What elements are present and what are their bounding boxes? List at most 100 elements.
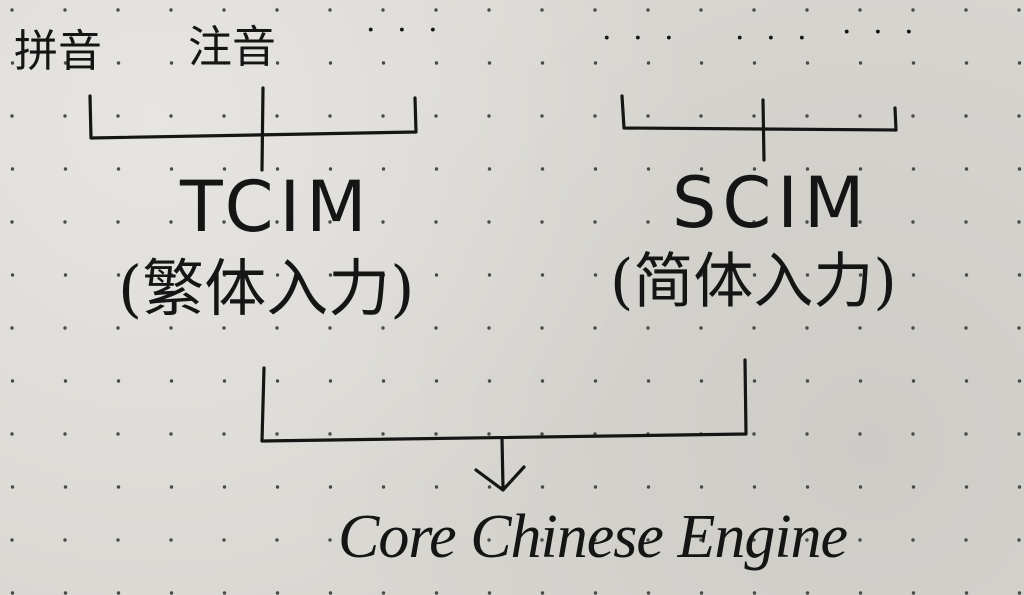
grid-dot xyxy=(699,273,704,277)
grid-dot xyxy=(911,591,916,595)
grid-dot xyxy=(699,379,704,383)
grid-dot xyxy=(487,114,491,118)
grid-dot xyxy=(646,114,650,118)
grid-dot xyxy=(275,273,280,277)
grid-dot xyxy=(911,114,915,118)
grid-dot xyxy=(10,432,14,436)
grid-dot xyxy=(699,485,704,489)
grid-dot xyxy=(540,432,544,436)
grid-dot xyxy=(275,326,279,330)
grid-dot xyxy=(222,273,227,277)
grid-dot xyxy=(646,273,651,277)
grid-dot xyxy=(805,220,809,224)
grid-dot xyxy=(434,485,439,489)
grid-dot xyxy=(1017,114,1021,118)
grid-dot xyxy=(646,61,651,65)
grid-dot xyxy=(10,61,15,65)
grid-dot xyxy=(169,273,174,277)
grid-dot xyxy=(381,114,385,118)
grid-dot xyxy=(540,273,545,277)
grid-dot xyxy=(540,220,544,224)
grid-dot xyxy=(328,591,333,595)
grid-dot xyxy=(964,8,968,12)
grid-dot xyxy=(487,220,491,224)
grid-dot xyxy=(10,114,14,118)
grid-dot xyxy=(116,114,120,118)
grid-dot xyxy=(63,538,67,542)
grid-dot xyxy=(593,273,598,277)
grid-dot xyxy=(487,432,491,436)
grid-dot xyxy=(1017,432,1021,436)
grid-dot xyxy=(434,432,438,436)
grid-dot xyxy=(540,538,544,542)
grid-dot xyxy=(593,8,597,12)
grid-dot xyxy=(593,167,598,171)
grid-dot xyxy=(116,379,121,383)
grid-dot xyxy=(1017,273,1022,277)
grid-dot xyxy=(63,591,68,595)
grid-dot xyxy=(222,220,226,224)
grid-dot xyxy=(63,8,67,12)
grid-dot xyxy=(487,273,492,277)
grid-dot xyxy=(964,485,969,489)
grid-dot xyxy=(911,326,915,330)
grid-dot xyxy=(10,379,15,383)
grid-dot xyxy=(699,591,704,595)
grid-dot xyxy=(434,61,439,65)
grid-dot xyxy=(699,220,703,224)
grid-dot xyxy=(752,273,757,277)
grid-dot xyxy=(646,8,650,12)
grid-dot xyxy=(116,8,120,12)
grid-dot xyxy=(540,114,544,118)
grid-dot xyxy=(1017,326,1021,330)
grid-dot xyxy=(858,432,862,436)
grid-dot xyxy=(540,61,545,65)
grid-dot xyxy=(169,326,173,330)
grid-dot xyxy=(964,379,969,383)
grid-dot xyxy=(116,167,121,171)
pinyin-label: 拼音 xyxy=(14,26,102,77)
grid-dot xyxy=(381,432,385,436)
grid-dot xyxy=(964,538,968,542)
grid-dot xyxy=(63,432,67,436)
grid-dot xyxy=(911,485,916,489)
scim-description: (简体入力) xyxy=(610,247,897,317)
grid-dot xyxy=(858,8,862,12)
grid-dot xyxy=(63,379,68,383)
grid-dot xyxy=(434,538,438,542)
grid-dot xyxy=(487,485,492,489)
grid-dot xyxy=(434,379,439,383)
grid-dot xyxy=(169,485,174,489)
grid-dot xyxy=(275,538,279,542)
grid-dot xyxy=(540,379,545,383)
grid-dot xyxy=(1017,220,1021,224)
grid-dot xyxy=(10,8,14,12)
grid-dot xyxy=(275,220,279,224)
grid-dot xyxy=(169,379,174,383)
grid-dot xyxy=(10,485,15,489)
grid-dot xyxy=(381,8,385,12)
grid-dot xyxy=(1017,61,1022,65)
merge-bracket xyxy=(260,358,748,443)
grid-dot xyxy=(752,220,756,224)
grid-dot xyxy=(646,167,651,171)
grid-dot xyxy=(1017,167,1022,171)
grid-dot xyxy=(169,167,174,171)
grid-dot xyxy=(381,61,386,65)
grid-dot xyxy=(752,485,757,489)
grid-dot xyxy=(858,114,862,118)
grid-dot xyxy=(540,485,545,489)
grid-dot xyxy=(752,167,757,171)
grid-dot xyxy=(222,538,226,542)
grid-dot xyxy=(858,61,863,65)
grid-dot xyxy=(964,432,968,436)
grid-dot xyxy=(1017,538,1021,542)
grid-dot xyxy=(964,167,969,171)
grid-dot xyxy=(116,432,120,436)
grid-dot xyxy=(328,114,332,118)
grid-dot xyxy=(752,8,756,12)
grid-dot xyxy=(540,326,544,330)
grid-dot xyxy=(116,326,120,330)
grid-dot xyxy=(169,220,173,224)
grid-dot xyxy=(63,61,68,65)
